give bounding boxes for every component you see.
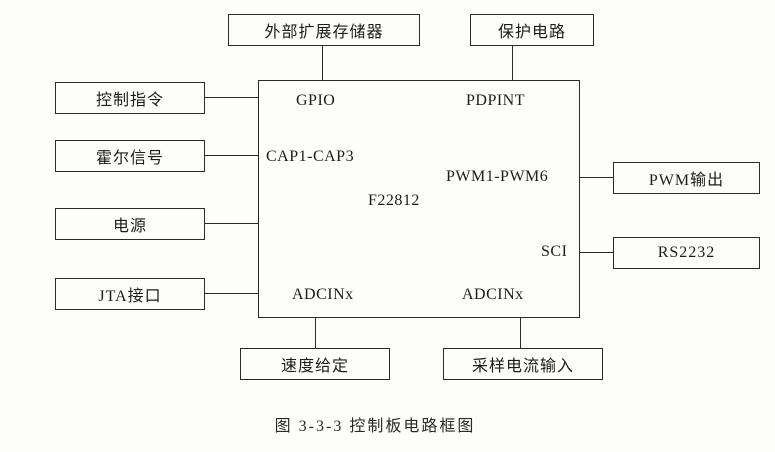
connector-jta-interface [205, 293, 258, 294]
box-speed-setting: 速度给定 [240, 348, 390, 380]
box-jta-interface-label: JTA接口 [98, 288, 162, 305]
box-pwm-output: PWM输出 [613, 162, 760, 194]
box-hall-signal: 霍尔信号 [55, 140, 205, 172]
connector-pwm-output [580, 177, 613, 178]
box-rs232-label: RS2232 [657, 244, 716, 261]
box-control-command-label: 控制指令 [95, 92, 164, 109]
connector-sci-rs232 [580, 252, 613, 253]
box-jta-interface: JTA接口 [55, 278, 205, 310]
box-protection-circuit: 保护电路 [470, 14, 594, 46]
connector-hall-signal [205, 155, 258, 156]
box-external-memory-label: 外部扩展存储器 [264, 24, 384, 41]
box-control-command: 控制指令 [55, 82, 205, 114]
box-external-memory: 外部扩展存储器 [228, 14, 420, 46]
port-label-gpio: GPIO [296, 92, 336, 109]
box-sampled-current-input: 采样电流输入 [443, 348, 603, 380]
connector-speed-adcin [315, 318, 316, 348]
port-label-adcin-right: ADCINx [462, 286, 524, 303]
figure-caption: 图 3-3-3 控制板电路框图 [274, 418, 476, 435]
chip-box [258, 80, 580, 318]
connector-power-supply [205, 223, 258, 224]
box-sampled-current-input-label: 采样电流输入 [471, 358, 574, 375]
connector-control-command [205, 97, 258, 98]
chip-name-label: F22812 [368, 192, 420, 209]
box-rs232: RS2232 [613, 237, 760, 269]
connector-memory-gpio [322, 46, 323, 80]
box-protection-circuit-label: 保护电路 [497, 24, 566, 41]
port-label-pdpint: PDPINT [466, 92, 526, 109]
connector-protection-pdpint [512, 46, 513, 80]
connector-current-adcin [520, 318, 521, 348]
box-pwm-output-label: PWM输出 [648, 172, 725, 189]
port-label-adcin-left: ADCINx [292, 286, 354, 303]
port-label-sci: SCI [541, 243, 568, 260]
box-power-supply: 电源 [55, 208, 205, 240]
box-power-supply-label: 电源 [112, 218, 147, 235]
box-speed-setting-label: 速度给定 [280, 358, 349, 375]
port-label-cap: CAP1-CAP3 [266, 148, 355, 165]
port-label-pwm: PWM1-PWM6 [446, 168, 549, 185]
box-hall-signal-label: 霍尔信号 [95, 150, 164, 167]
